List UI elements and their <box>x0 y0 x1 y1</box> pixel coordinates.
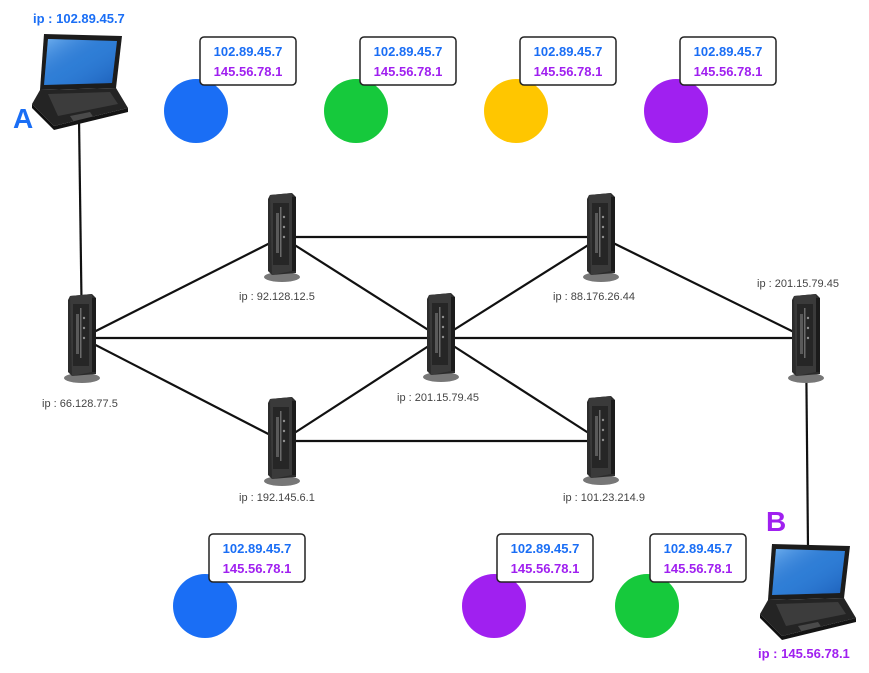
packet-label-box <box>208 533 306 583</box>
packet-src-ip: 102.89.45.7 <box>214 44 283 59</box>
packet-dst-ip: 145.56.78.1 <box>214 64 283 79</box>
router-ip-label: ip : 101.23.214.9 <box>563 492 645 504</box>
host-a[interactable]: ip : 102.89.45.7 A <box>13 11 128 134</box>
packet-7: 102.89.45.7 145.56.78.1 <box>615 533 747 638</box>
packet-5: 102.89.45.7 145.56.78.1 <box>173 533 306 638</box>
router-r5[interactable]: ip : 88.176.26.44 <box>553 193 635 303</box>
router-ip-label: ip : 201.15.79.45 <box>397 392 479 404</box>
router-r2[interactable]: ip : 92.128.12.5 <box>239 193 315 303</box>
router-ip-label: ip : 192.145.6.1 <box>239 492 315 504</box>
link-r3-r4 <box>281 337 442 442</box>
router-icon <box>264 397 300 486</box>
link-r2-r4 <box>281 236 442 339</box>
host-a-letter: A <box>13 103 33 134</box>
router-ip-label: ip : 88.176.26.44 <box>553 291 635 303</box>
packet-dst-ip: 145.56.78.1 <box>511 561 580 576</box>
router-icon <box>64 294 100 383</box>
packet-label-box <box>679 36 777 86</box>
packet-label-box <box>649 533 747 583</box>
router-r1[interactable]: ip : 66.128.77.5 <box>42 294 118 410</box>
packet-dst-ip: 145.56.78.1 <box>694 64 763 79</box>
packet-6: 102.89.45.7 145.56.78.1 <box>462 533 594 638</box>
host-a-ip: ip : 102.89.45.7 <box>33 11 125 26</box>
packet-3: 102.89.45.7 145.56.78.1 <box>484 36 617 143</box>
packet-dst-ip: 145.56.78.1 <box>664 561 733 576</box>
packet-circle <box>462 574 526 638</box>
router-r4[interactable]: ip : 201.15.79.45 <box>397 293 479 404</box>
packet-4: 102.89.45.7 145.56.78.1 <box>644 36 777 143</box>
packet-2: 102.89.45.7 145.56.78.1 <box>324 36 457 143</box>
laptop-a-icon <box>32 34 128 130</box>
packet-dst-ip: 145.56.78.1 <box>534 64 603 79</box>
router-ip-label: ip : 66.128.77.5 <box>42 398 118 410</box>
links-layer <box>77 117 810 549</box>
router-icon <box>423 293 459 382</box>
packet-src-ip: 102.89.45.7 <box>223 541 292 556</box>
link-r5-r7 <box>600 236 807 339</box>
packet-circle <box>644 79 708 143</box>
packet-1: 102.89.45.7 145.56.78.1 <box>164 36 297 143</box>
laptop-b-icon <box>760 544 856 640</box>
packet-src-ip: 102.89.45.7 <box>534 44 603 59</box>
packet-circle <box>484 79 548 143</box>
router-r7[interactable]: ip : 201.15.79.45 <box>757 278 839 383</box>
packet-label-box <box>519 36 617 86</box>
packet-dst-ip: 145.56.78.1 <box>374 64 443 79</box>
router-ip-label: ip : 201.15.79.45 <box>757 278 839 290</box>
router-r3[interactable]: ip : 192.145.6.1 <box>239 397 315 504</box>
packet-circle <box>164 79 228 143</box>
router-r6[interactable]: ip : 101.23.214.9 <box>563 396 645 504</box>
host-b[interactable]: B ip : 145.56.78.1 <box>758 506 856 661</box>
packet-label-box <box>199 36 297 86</box>
packet-src-ip: 102.89.45.7 <box>511 541 580 556</box>
link-r1-r2 <box>81 236 283 339</box>
host-b-letter: B <box>766 506 786 537</box>
packet-src-ip: 102.89.45.7 <box>694 44 763 59</box>
router-icon <box>788 294 824 383</box>
router-icon <box>264 193 300 282</box>
router-icon <box>583 193 619 282</box>
router-icon <box>583 396 619 485</box>
packet-src-ip: 102.89.45.7 <box>374 44 443 59</box>
packet-circle <box>173 574 237 638</box>
packet-src-ip: 102.89.45.7 <box>664 541 733 556</box>
packet-circle <box>615 574 679 638</box>
link-r1-r3 <box>81 337 283 442</box>
link-r4-r5 <box>440 236 602 339</box>
host-b-ip: ip : 145.56.78.1 <box>758 646 850 661</box>
link-r4-r6 <box>440 337 602 442</box>
packet-label-box <box>496 533 594 583</box>
router-ip-label: ip : 92.128.12.5 <box>239 291 315 303</box>
packet-label-box <box>359 36 457 86</box>
packet-circle <box>324 79 388 143</box>
packet-dst-ip: 145.56.78.1 <box>223 561 292 576</box>
